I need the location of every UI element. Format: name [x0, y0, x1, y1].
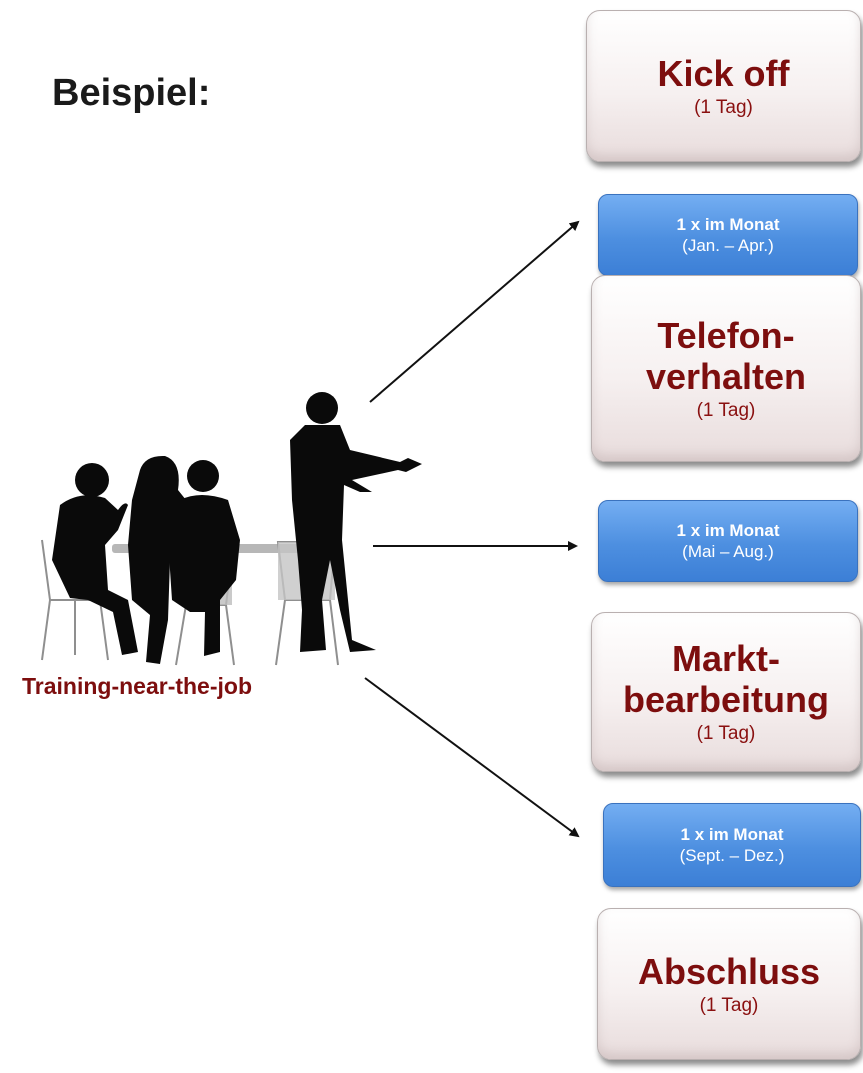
- stage-kick-off: Kick off (1 Tag): [586, 10, 861, 162]
- caption-training-near-the-job: Training-near-the-job: [22, 673, 252, 699]
- stage-monthly-mai-aug: 1 x im Monat (Mai – Aug.): [598, 500, 858, 582]
- stage-title-line1: Markt-: [671, 638, 781, 679]
- stage-duration: (1 Tag): [694, 96, 753, 118]
- stage-period: (Jan. – Apr.): [682, 236, 774, 255]
- stage-marktbearbeitung: Markt- bearbeitung (1 Tag): [591, 612, 861, 772]
- stage-duration: (1 Tag): [699, 994, 759, 1016]
- stage-title-line2: verhalten: [645, 355, 807, 397]
- stage-title-line2: bearbeitung: [622, 679, 829, 720]
- stage-period: (Sept. – Dez.): [679, 846, 785, 865]
- stage-title: Kick off: [657, 52, 790, 94]
- stage-monthly-jan-apr: 1 x im Monat (Jan. – Apr.): [598, 194, 858, 276]
- stage-duration: (1 Tag): [696, 399, 756, 421]
- arrow-to-jan-apr: [369, 220, 580, 403]
- arrow-to-sept-dez: [364, 677, 580, 838]
- stage-frequency: 1 x im Monat: [676, 215, 780, 234]
- stage-title-line1: Telefon-: [657, 314, 795, 356]
- page-title: Beispiel:: [52, 72, 211, 114]
- stage-frequency: 1 x im Monat: [676, 521, 780, 540]
- stage-title: Abschluss: [637, 950, 821, 992]
- stage-frequency: 1 x im Monat: [680, 825, 784, 844]
- stage-monthly-sept-dez: 1 x im Monat (Sept. – Dez.): [603, 803, 861, 887]
- stage-period: (Mai – Aug.): [682, 542, 774, 561]
- stage-duration: (1 Tag): [696, 723, 756, 744]
- meeting-silhouette-icon: [41, 392, 422, 666]
- stage-abschluss: Abschluss (1 Tag): [597, 908, 861, 1060]
- stage-telefonverhalten: Telefon- verhalten (1 Tag): [591, 275, 861, 462]
